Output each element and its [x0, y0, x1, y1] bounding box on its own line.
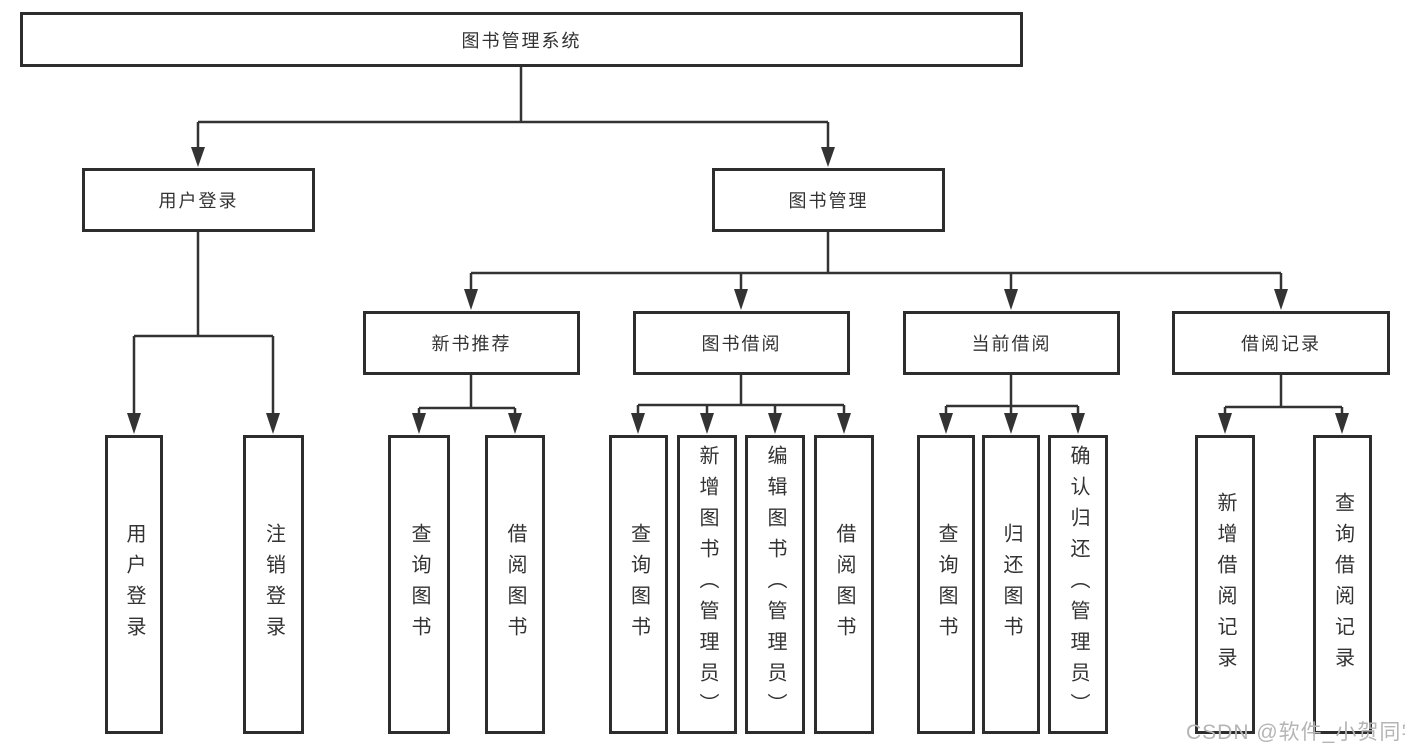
leaf-rec-query-books: 查询图书 — [388, 435, 450, 734]
leaf-records-add-record: 新增借阅记录 — [1195, 435, 1255, 734]
leaf-borrow-query-books-label: 查询图书 — [627, 522, 650, 647]
leaf-rec-borrow-books: 借阅图书 — [485, 435, 545, 734]
node-user-login: 用户登录 — [82, 168, 315, 232]
leaf-borrow-borrow-books: 借阅图书 — [814, 435, 874, 734]
leaf-user-login: 用户登录 — [105, 435, 163, 734]
connector-new-rec-to-leaves — [412, 375, 522, 434]
node-root-system: 图书管理系统 — [20, 12, 1023, 67]
leaf-rec-borrow-books-label: 借阅图书 — [504, 522, 526, 647]
leaf-current-query-books: 查询图书 — [917, 435, 975, 734]
leaf-current-query-books-label: 查询图书 — [935, 522, 957, 647]
node-book-borrow: 图书借阅 — [633, 311, 850, 375]
leaf-logout-label: 注销登录 — [262, 522, 285, 647]
leaf-current-return-books: 归还图书 — [982, 435, 1040, 734]
leaf-borrow-edit-books-admin-label: 编辑图书（管理员） — [764, 445, 786, 724]
connector-borrow-to-leaves — [631, 375, 851, 434]
leaf-rec-query-books-label: 查询图书 — [408, 522, 430, 647]
leaf-records-add-record-label: 新增借阅记录 — [1214, 491, 1236, 678]
leaf-borrow-edit-books-admin: 编辑图书（管理员） — [745, 435, 805, 734]
node-new-book-recommend: 新书推荐 — [363, 311, 580, 375]
csdn-watermark: CSDN @软件_小贺同学 — [1186, 721, 1405, 744]
leaf-current-return-books-label: 归还图书 — [1000, 522, 1022, 647]
leaf-borrow-add-books-admin-label: 新增图书（管理员） — [696, 445, 718, 724]
leaf-borrow-borrow-books-label: 借阅图书 — [833, 522, 855, 647]
connector-current-to-leaves — [939, 375, 1085, 434]
connector-user-login-to-leaves — [127, 232, 280, 434]
node-borrow-records: 借阅记录 — [1172, 311, 1390, 375]
leaf-borrow-query-books: 查询图书 — [609, 435, 668, 734]
connector-root-to-level2 — [191, 67, 835, 167]
leaf-records-query-record-label: 查询借阅记录 — [1331, 491, 1354, 678]
connector-records-to-leaves — [1218, 375, 1349, 434]
connector-book-mgmt-to-level3 — [464, 232, 1288, 310]
leaf-records-query-record: 查询借阅记录 — [1313, 435, 1372, 734]
node-current-borrow: 当前借阅 — [903, 311, 1120, 375]
node-book-management: 图书管理 — [712, 168, 945, 232]
leaf-current-confirm-return-admin-label: 确认归还（管理员） — [1067, 445, 1089, 724]
leaf-current-confirm-return-admin: 确认归还（管理员） — [1048, 435, 1108, 734]
leaf-user-login-label: 用户登录 — [123, 522, 145, 647]
leaf-borrow-add-books-admin: 新增图书（管理员） — [677, 435, 737, 734]
leaf-logout: 注销登录 — [243, 435, 304, 734]
